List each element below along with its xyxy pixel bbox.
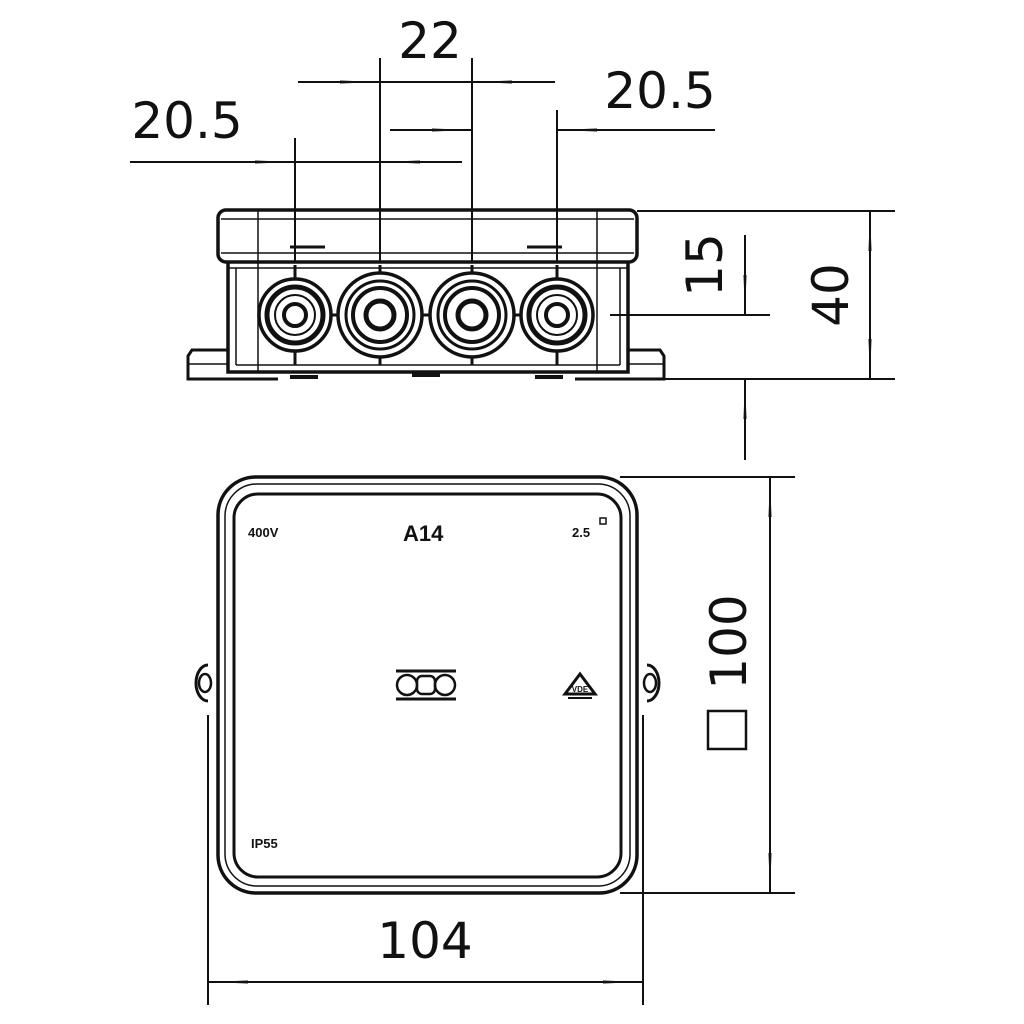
ip-rating-label: IP55: [251, 836, 278, 851]
square-symbol-icon: [706, 709, 748, 751]
lid-side: [216, 208, 639, 264]
top-view: [194, 475, 661, 895]
model-label: A14: [403, 521, 444, 546]
dim-100: 100: [700, 594, 758, 689]
cable-gland-1: [257, 277, 333, 353]
cross-section-label: 2.5: [572, 525, 590, 540]
dim-22: 22: [398, 12, 462, 70]
cable-gland-2: [336, 271, 424, 359]
dim-104: 104: [377, 912, 472, 970]
side-view: [186, 208, 666, 381]
dimension-lines: [130, 58, 895, 1005]
dim-20-5-right: 20.5: [604, 62, 715, 120]
vde-mark-label: VDE: [572, 685, 589, 694]
dim-20-5-left: 20.5: [131, 92, 242, 150]
voltage-label: 400V: [248, 525, 279, 540]
obo-logo: [395, 669, 457, 701]
dim-40: 40: [802, 263, 860, 327]
body-side: [226, 262, 630, 374]
dim-15: 15: [676, 233, 734, 297]
cable-gland-4: [519, 277, 595, 353]
vde-mark: [562, 671, 598, 699]
cable-gland-3: [428, 271, 516, 359]
lid-outline: [216, 475, 639, 895]
mounting-feet: [186, 348, 666, 381]
